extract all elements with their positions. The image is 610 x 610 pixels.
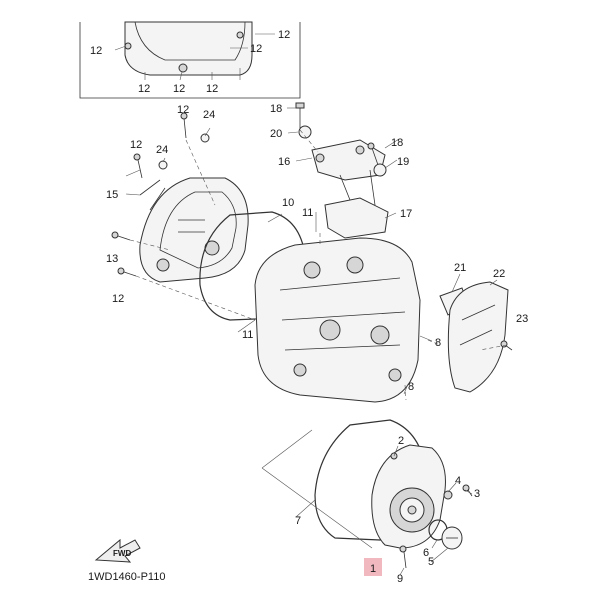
bolts bbox=[111, 102, 513, 569]
label-part-6: 6 bbox=[423, 547, 429, 559]
label-part-24-left: 24 bbox=[156, 144, 168, 156]
label-part-19: 19 bbox=[397, 156, 409, 168]
fwd-arrow-icon: FWD bbox=[94, 538, 141, 563]
sprocket-cover-22 bbox=[447, 281, 509, 393]
top-cover-assembly bbox=[311, 139, 389, 239]
inset-detail bbox=[79, 21, 301, 99]
label-part-5: 5 bbox=[428, 556, 434, 568]
label-part-1: 1 bbox=[370, 563, 376, 575]
label-part-12-inset-b2: 12 bbox=[173, 83, 185, 95]
label-part-20: 20 bbox=[270, 128, 282, 140]
diagram-code: 1WD1460-P110 bbox=[88, 571, 165, 583]
label-part-12-inset-right-top: 12 bbox=[278, 29, 290, 41]
label-part-21: 21 bbox=[454, 262, 466, 274]
label-part-8-lower: 8 bbox=[408, 381, 414, 393]
fwd-label: FWD bbox=[113, 549, 131, 558]
label-part-7: 7 bbox=[295, 515, 301, 527]
label-part-16: 16 bbox=[278, 156, 290, 168]
label-part-12-inset-b1: 12 bbox=[138, 83, 150, 95]
label-part-22: 22 bbox=[493, 268, 505, 280]
label-part-9: 9 bbox=[397, 573, 403, 585]
guide-lines bbox=[129, 129, 508, 549]
highlight-part-1 bbox=[364, 558, 382, 576]
label-part-18-top: 18 bbox=[270, 103, 282, 115]
part-labels: 1 2 3 4 5 6 7 8 8 9 10 11 11 12 12 12 12… bbox=[90, 29, 528, 585]
label-part-2: 2 bbox=[398, 435, 404, 447]
left-crankcase-cover bbox=[139, 177, 249, 283]
label-part-8-upper: 8 bbox=[435, 337, 441, 349]
plug-5 bbox=[441, 526, 463, 550]
label-part-12-left: 12 bbox=[130, 139, 142, 151]
label-part-15: 15 bbox=[106, 189, 118, 201]
label-part-10: 10 bbox=[282, 197, 294, 209]
crankcase bbox=[254, 237, 421, 403]
label-part-12-inset-b3: 12 bbox=[206, 83, 218, 95]
label-part-23: 23 bbox=[516, 313, 528, 325]
label-part-17: 17 bbox=[400, 208, 412, 220]
right-crankcase-cover-1 bbox=[371, 444, 446, 549]
label-part-11-lower: 11 bbox=[242, 329, 253, 341]
label-part-4: 4 bbox=[455, 475, 461, 487]
label-part-12-bottom: 12 bbox=[112, 293, 124, 305]
label-part-11-upper: 11 bbox=[302, 207, 313, 219]
label-part-24-top: 24 bbox=[203, 109, 215, 121]
leader-lines bbox=[125, 107, 498, 576]
label-part-12-top: 12 bbox=[177, 104, 189, 116]
label-part-13: 13 bbox=[106, 253, 118, 265]
label-part-18-right: 18 bbox=[391, 137, 403, 149]
label-part-3: 3 bbox=[474, 488, 480, 500]
label-part-12-inset-right: 12 bbox=[250, 43, 262, 55]
label-part-12-inset-left: 12 bbox=[90, 45, 102, 57]
